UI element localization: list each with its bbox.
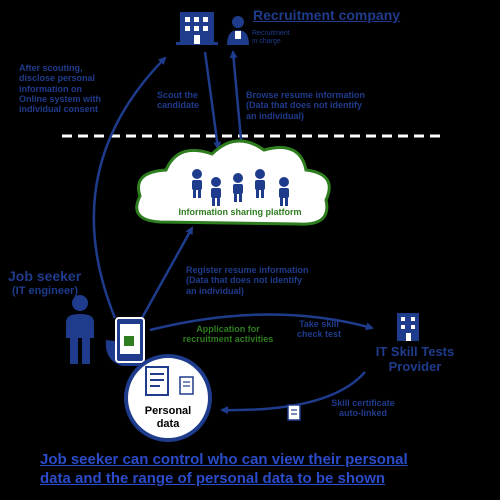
arrow-disclose: [92, 56, 167, 319]
browse-line2: (Data that does not identify: [246, 100, 363, 111]
scout-line2: candidate: [157, 100, 200, 111]
bottom-message-line2: data and the range of personal data to b…: [40, 469, 386, 487]
scout-text: Scout the candidate: [157, 90, 199, 111]
application-line1: Application for: [196, 324, 260, 334]
register-text: Register resume information (Data that d…: [186, 265, 309, 296]
take-test-line1: Take skill: [299, 319, 339, 329]
disclose-line5: individual consent: [19, 104, 99, 115]
browse-line3: an individual): [246, 110, 305, 121]
disclose-line4: Online system with: [19, 94, 102, 105]
disclose-line3: information on: [19, 83, 82, 94]
application-text: Application for recruitment activities: [172, 324, 284, 345]
auto-linked-line1: Skill certificate: [331, 398, 395, 408]
auto-linked-text: Skill certificate auto-linked: [318, 398, 408, 419]
arrow-take-test: [149, 313, 374, 332]
application-line2: recruitment activities: [182, 334, 274, 345]
register-line2: (Data that does not identify: [186, 275, 303, 286]
register-line1: Register resume information: [186, 265, 309, 275]
flow-arrows: [92, 50, 374, 415]
provider-title-line2: Provider: [388, 358, 442, 374]
recruiter-label-line2: in charge: [252, 38, 281, 46]
job-seeker-person-icon: [66, 295, 94, 364]
register-line3: an individual): [186, 285, 245, 296]
scout-line1: Scout the: [157, 90, 199, 100]
auto-linked-line2: auto-linked: [338, 408, 387, 419]
smartphone-icon: [105, 317, 145, 366]
arrow-auto-linked: [220, 371, 366, 415]
disclose-line2: disclose personal: [19, 73, 96, 84]
building-icon: [176, 12, 218, 45]
bottom-message-line1: Job seeker can control who can view thei…: [40, 451, 408, 468]
certificate-icon: [179, 376, 194, 395]
take-test-text: Take skill check test: [288, 319, 350, 340]
provider-title-line1: IT Skill Tests: [375, 344, 455, 359]
arrow-scout: [203, 51, 222, 150]
arrow-register: [140, 226, 194, 319]
bottom-message: Job seeker can control who can view thei…: [40, 451, 495, 489]
disclose-text: After scouting, disclose personal inform…: [19, 63, 101, 115]
personal-data-label: Personal data: [138, 405, 198, 430]
personal-data-line1: Personal: [144, 405, 192, 417]
provider-title: IT Skill Tests Provider: [355, 344, 475, 375]
recruitment-company-title: Recruitment company: [253, 7, 401, 23]
recruiter-person-icon: [227, 16, 249, 45]
disclose-line1: After scouting,: [19, 63, 83, 73]
document-icon: [145, 366, 169, 396]
arrow-browse: [229, 50, 244, 151]
platform-label: Information sharing platform: [178, 207, 302, 217]
job-seeker-subtitle: (IT engineer): [12, 285, 79, 297]
browse-text: Browse resume information (Data that doe…: [246, 90, 365, 121]
provider-building-icon: [397, 313, 419, 341]
personal-data-line2: data: [156, 417, 180, 430]
auto-linked-certificate-icon: [287, 404, 301, 421]
recruiter-label: Recruitment in charge: [252, 30, 290, 46]
job-seeker-title: Job seeker: [8, 268, 82, 284]
browse-line1: Browse resume information: [246, 90, 366, 100]
recruiter-label-line1: Recruitment: [252, 30, 290, 37]
take-test-line2: check test: [296, 329, 342, 340]
people-group-icon: [192, 169, 289, 206]
